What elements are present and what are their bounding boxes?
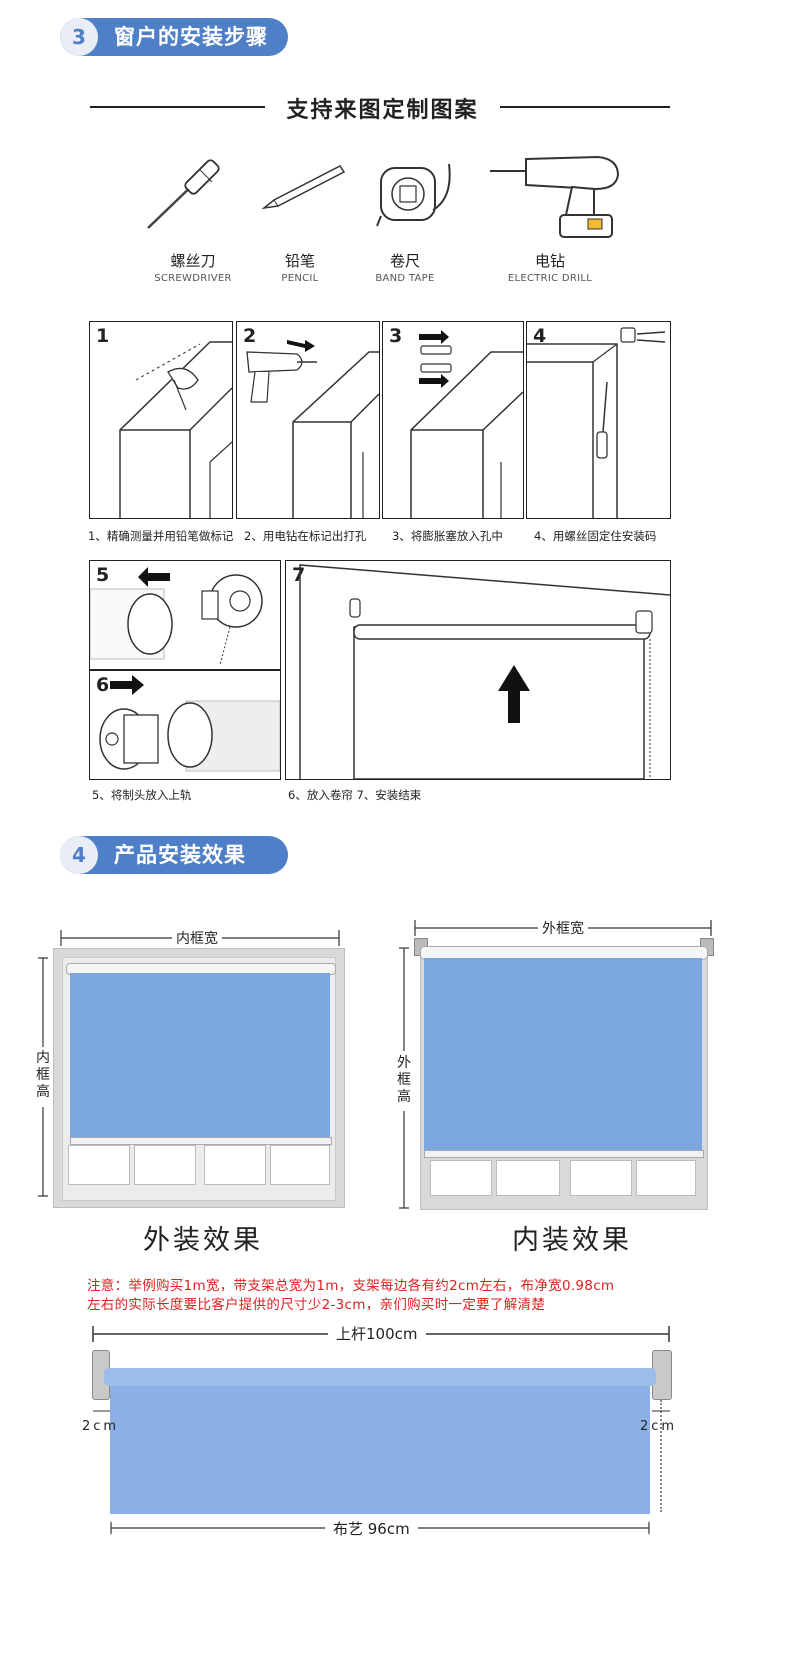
- blind-installed-illustration: [299, 564, 670, 779]
- bracket-fixing-illustration: [527, 327, 666, 518]
- section-4-badge: 4 产品安装效果: [60, 836, 288, 874]
- section-number: 4: [60, 836, 98, 874]
- headline-rule-left: [90, 106, 265, 108]
- tool-label-screwdriver: 螺丝刀: [170, 252, 216, 270]
- electric-drill-icon: [490, 155, 620, 238]
- right-gap-label: 2cm: [640, 1419, 678, 1434]
- end-cap-insert-illustration: [90, 567, 263, 666]
- blue-roller-blind: [424, 958, 702, 1150]
- blue-blind-fabric: [110, 1386, 650, 1514]
- step-2-caption: 2、用电钻在标记出打孔: [244, 529, 367, 543]
- step-number: 2: [243, 325, 257, 347]
- step-3-panel: 3: [382, 321, 524, 519]
- section-number: 3: [60, 18, 98, 56]
- step-7-panel: 7: [285, 560, 671, 780]
- tool-label-drill: 电钻: [534, 252, 565, 270]
- tool-sublabel-tape: BAND TAPE: [375, 273, 435, 284]
- step-1-panel: 1: [89, 321, 233, 519]
- fabric-width-label: 布艺 96cm: [325, 1518, 418, 1539]
- gap-ticks: [93, 1410, 670, 1412]
- outer-mount-window: [414, 938, 714, 1210]
- pencil-icon: [261, 165, 346, 210]
- purchase-note-line-2: 左右的实际长度要比客户提供的尺寸少2-3cm，亲们购买时一定要了解清楚: [87, 1297, 546, 1313]
- window-corner-illustration: [119, 341, 232, 518]
- step-5-caption: 5、将制头放入上轨: [92, 788, 192, 802]
- glass-panes: [430, 1160, 696, 1200]
- step-number: 4: [533, 325, 547, 347]
- anchor-plug-illustration: [410, 330, 523, 518]
- inner-mount-window: [53, 948, 345, 1208]
- inner-mount-caption: 内装效果: [512, 1225, 632, 1256]
- glass-panes: [68, 1145, 330, 1189]
- step-2-panel: 2: [236, 321, 380, 519]
- step-number: 3: [389, 325, 403, 347]
- outer-width-label: 外框宽: [538, 918, 588, 938]
- headline-rule-right: [500, 106, 670, 108]
- rod-length-label: 上杆100cm: [328, 1323, 426, 1344]
- tool-sublabel-screwdriver: SCREWDRIVER: [154, 273, 232, 284]
- blue-roller-blind: [70, 973, 330, 1137]
- step-number: 1: [96, 325, 110, 347]
- section-title: 产品安装效果: [114, 843, 246, 867]
- step-number: 6: [96, 674, 110, 696]
- tape-measure-icon: [376, 163, 451, 227]
- tool-sublabel-pencil: PENCIL: [281, 273, 319, 284]
- step-1-caption: 1、精确测量并用铅笔做标记: [88, 529, 234, 543]
- step-number: 5: [96, 564, 110, 586]
- tool-label-pencil: 铅笔: [284, 252, 315, 270]
- inner-width-label: 内框宽: [172, 928, 222, 948]
- outer-height-dimension: [399, 947, 409, 1209]
- section-3-badge: 3 窗户的安装步骤: [60, 18, 288, 56]
- drilling-illustration: [246, 340, 379, 518]
- left-gap-label: 2cm: [82, 1419, 120, 1434]
- step-6-7-caption: 6、放入卷帘 7、安装结束: [288, 788, 422, 802]
- custom-pattern-headline: 支持来图定制图案: [286, 98, 479, 123]
- tool-sublabel-drill: ELECTRIC DRILL: [507, 273, 593, 284]
- outer-height-label: 外 框 高: [397, 1055, 411, 1105]
- roller-tube: [104, 1368, 656, 1386]
- step-5-panel: 5: [89, 560, 281, 670]
- inner-height-dimension: [38, 957, 48, 1197]
- step-6-panel: 6: [89, 670, 281, 780]
- step-3-caption: 3、将膨胀塞放入孔中: [392, 529, 503, 543]
- tool-label-tape: 卷尺: [389, 252, 420, 270]
- screwdriver-icon: [147, 159, 220, 229]
- bottom-bar: [424, 1150, 704, 1158]
- inner-height-label: 内 框 高: [36, 1050, 50, 1100]
- purchase-note-line-1: 注意：举例购买1m宽，带支架总宽为1m，支架每边各有约2cm左右，布净宽0.98…: [87, 1278, 615, 1294]
- section-title: 窗户的安装步骤: [114, 25, 268, 49]
- outer-mount-caption: 外装效果: [143, 1225, 263, 1256]
- bottom-bar: [70, 1137, 332, 1145]
- step-4-panel: 4: [526, 321, 671, 519]
- step-number: 7: [292, 564, 306, 586]
- step-4-caption: 4、用螺丝固定住安装码: [534, 529, 657, 543]
- roller-tube-illustration: [99, 675, 280, 772]
- pull-chain: [660, 1400, 665, 1512]
